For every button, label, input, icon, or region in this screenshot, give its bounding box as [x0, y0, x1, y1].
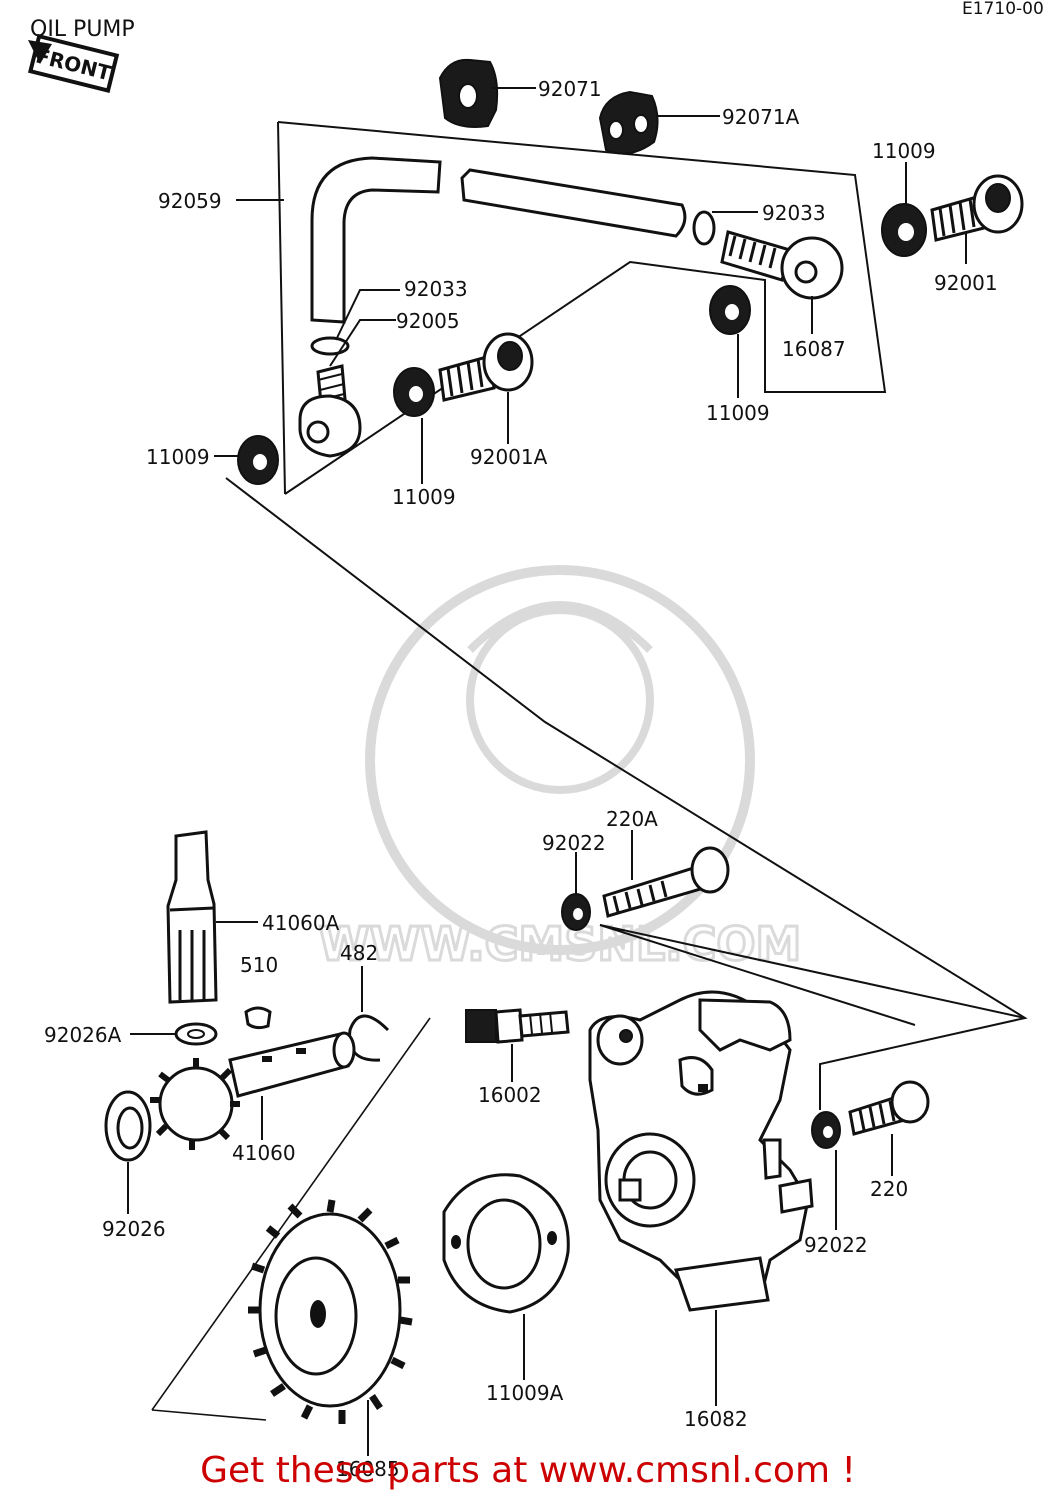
part-41060A-drive-shaft [166, 830, 218, 1004]
label-92026: 92026 [102, 1217, 166, 1241]
label-41060: 41060 [232, 1141, 296, 1165]
part-11009-washer-left [237, 435, 279, 485]
label-92026A: 92026A [44, 1023, 122, 1047]
part-220-bolt [848, 1080, 930, 1136]
part-11009A-gasket [442, 1173, 570, 1314]
front-arrow-icon [28, 40, 52, 64]
part-11009-washer-middle [709, 285, 751, 335]
label-92005: 92005 [396, 309, 460, 333]
label-92001A: 92001A [470, 445, 548, 469]
part-16087-banjo-fitting [720, 230, 844, 300]
label-11009A: 11009A [486, 1381, 564, 1405]
reference-code: E1710-00 [962, 0, 1044, 19]
part-92001A-banjo-bolt [438, 332, 534, 402]
part-92071-grommet [438, 58, 499, 128]
part-41060-gear-shaft [150, 1031, 356, 1150]
label-92071A: 92071A [722, 105, 800, 129]
label-92022-top: 92022 [542, 831, 606, 855]
part-labels: 92071 92071A 92059 92033 11009 92001 920… [44, 77, 998, 1481]
label-92001: 92001 [934, 271, 998, 295]
leader-lines [127, 87, 967, 1456]
label-41060A: 41060A [262, 911, 340, 935]
part-220A-bolt [602, 846, 730, 918]
part-92026-washer [104, 1090, 152, 1162]
label-16002: 16002 [478, 1083, 542, 1107]
label-220: 220 [870, 1177, 908, 1201]
part-92001-banjo-bolt [930, 174, 1024, 242]
label-92033-left: 92033 [404, 277, 468, 301]
part-92022-washer-bottom [811, 1111, 841, 1149]
label-92059: 92059 [158, 189, 222, 213]
label-11009-middle: 11009 [706, 401, 770, 425]
label-482: 482 [340, 941, 378, 965]
assembly-lines [151, 121, 1028, 1421]
part-92033-clip-left [310, 336, 350, 356]
label-16082: 16082 [684, 1407, 748, 1431]
part-482-circlip [348, 1014, 390, 1062]
label-11009-left: 11009 [146, 445, 210, 469]
label-11009-bottom: 11009 [392, 485, 456, 509]
part-16082-oil-pump-assembly [588, 990, 814, 1312]
part-92026A-washer [174, 1022, 218, 1046]
part-92059-oil-hose [310, 156, 687, 324]
label-92022-bottom: 92022 [804, 1233, 868, 1257]
part-510-pin [244, 1006, 272, 1030]
watermark-text: WWW.CMSNL.COM [319, 917, 802, 971]
label-92071: 92071 [538, 77, 602, 101]
part-11009-washer-top-right [881, 203, 927, 257]
part-92005-banjo-fitting [298, 364, 362, 458]
label-16085: 16085 [336, 1457, 400, 1481]
part-92022-washer-top [561, 893, 591, 931]
label-510: 510 [240, 953, 278, 977]
part-16085-pump-gear [248, 1199, 413, 1424]
label-11009-top-right: 11009 [872, 139, 936, 163]
label-16087: 16087 [782, 337, 846, 361]
part-16002-fitting-bolt [465, 1008, 570, 1044]
part-11009-washer-center [393, 367, 435, 417]
part-92071A-grommet [598, 90, 659, 155]
label-220A: 220A [606, 807, 658, 831]
footer-link-text[interactable]: Get these parts at www.cmsnl.com ! [200, 1450, 856, 1491]
label-92033-top: 92033 [762, 201, 826, 225]
cmsnl-watermark: WWW.CMSNL.COM [317, 565, 803, 973]
part-92033-clip-right [692, 210, 716, 246]
